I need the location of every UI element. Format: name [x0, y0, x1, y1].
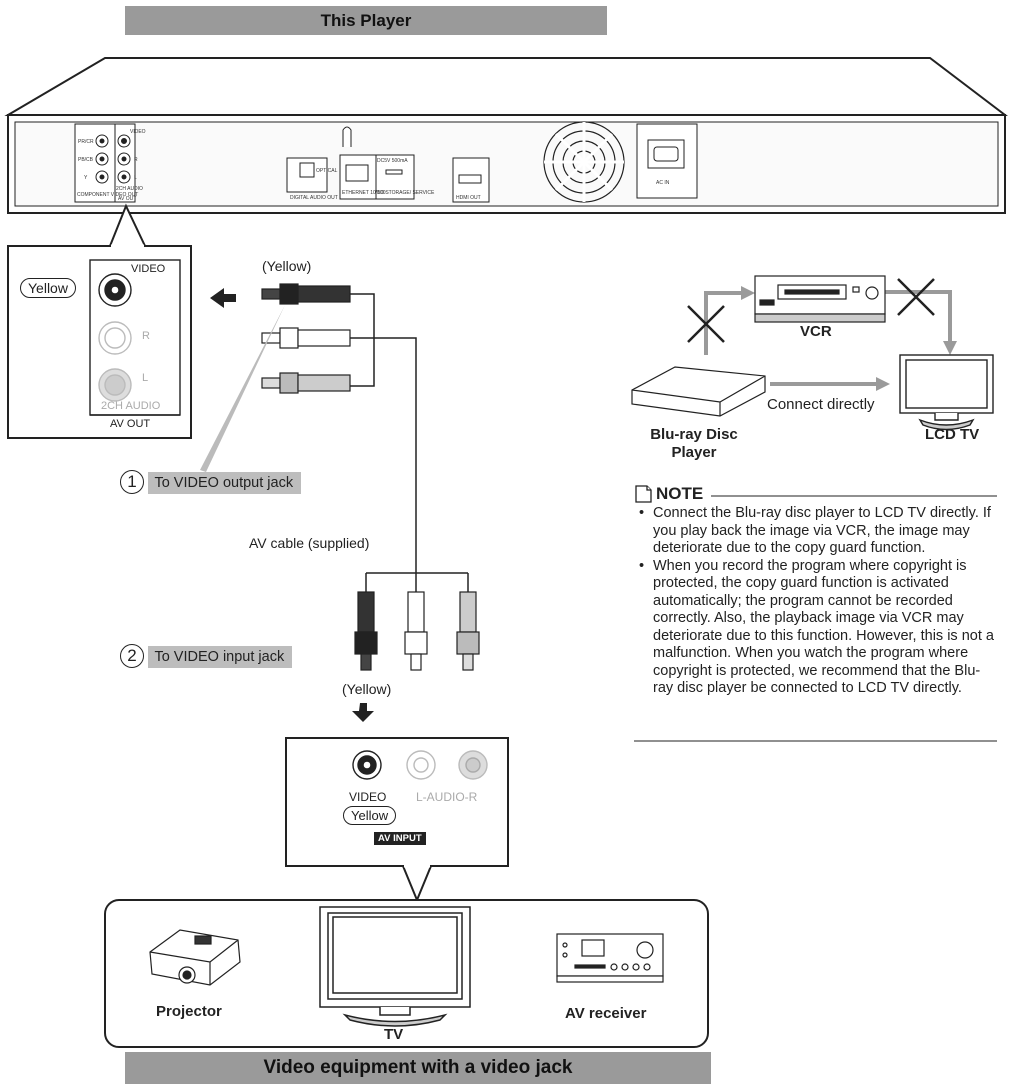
rear-label-y: Y — [84, 175, 88, 181]
rear-label-hdmi: HDMI OUT — [456, 195, 481, 201]
vcr-label: VCR — [800, 323, 832, 340]
header-banner: This Player — [125, 6, 607, 35]
yellow-top-label: (Yellow) — [262, 258, 312, 274]
lcd-tv-icon — [899, 354, 994, 431]
footer-banner: Video equipment with a video jack — [125, 1052, 711, 1084]
av-cable-plugs — [261, 283, 351, 394]
rear-label-optical: OPTICAL — [316, 168, 338, 174]
rear-label-pb: PB/CB — [78, 157, 94, 163]
vcr-icon — [754, 275, 886, 323]
rear-label-acin: AC IN — [656, 180, 670, 186]
projector-label: Projector — [156, 1003, 222, 1020]
vcr-diagram — [631, 275, 994, 431]
step1: 1 To VIDEO output jack — [120, 470, 302, 494]
arrow-down-icon — [352, 703, 374, 722]
rear-label-dc: DC5V 500mA — [377, 158, 408, 164]
av-receiver-icon — [556, 933, 664, 983]
cable-label: AV cable (supplied) — [249, 535, 370, 551]
zoom-video-label: VIDEO — [131, 263, 166, 275]
arrow-left-icon — [210, 288, 236, 308]
av-cable — [350, 293, 469, 592]
rear-label-r: R — [134, 157, 138, 163]
step1-text: To VIDEO output jack — [148, 471, 302, 494]
yellow-bottom-label: (Yellow) — [342, 681, 392, 697]
zoom-audio-label: 2CH AUDIO — [101, 400, 161, 412]
step1-number: 1 — [120, 470, 144, 494]
rear-label-bd: BD STORAGE/ SERVICE — [377, 190, 435, 196]
receiver-label: AV receiver — [565, 1005, 647, 1022]
note-list: Connect the Blu-ray disc player to LCD T… — [636, 505, 998, 698]
rear-label-l: L — [134, 175, 137, 181]
zoom-av-out — [89, 259, 181, 416]
header-title: This Player — [320, 11, 412, 30]
zoom-r-label: R — [142, 330, 150, 342]
avin-input-label: AV INPUT — [374, 832, 426, 845]
avin-video-label: VIDEO — [349, 790, 387, 804]
bluray-player-icon — [631, 366, 766, 417]
rear-label-video: VIDEO — [130, 129, 146, 135]
player-label-line2: Player — [671, 444, 717, 461]
tv-icon — [319, 906, 471, 1027]
rear-label-avout: AV OUT — [118, 196, 136, 202]
pointer-step1 — [200, 305, 285, 472]
avin-audio-label: L-AUDIO-R — [416, 790, 478, 804]
tv-label: TV — [384, 1026, 404, 1043]
note-item: Connect the Blu-ray disc player to LCD T… — [636, 505, 998, 558]
rear-label-pr: PR/CR — [78, 139, 94, 145]
player-label: Blu-ray Disc Player — [633, 426, 755, 462]
step2: 2 To VIDEO input jack — [120, 644, 293, 668]
player-rear-panel — [4, 57, 1008, 214]
rear-label-component: COMPONENT VIDEO OUT — [77, 192, 138, 198]
note-heading: NOTE — [656, 484, 704, 503]
fan-vent — [543, 121, 625, 203]
av-input-jacks — [352, 750, 488, 780]
zoom-avout-label: AV OUT — [110, 418, 151, 430]
avin-yellow-label: Yellow — [343, 806, 397, 825]
rear-ports — [74, 123, 698, 203]
rear-label-digital: DIGITAL AUDIO OUT — [290, 195, 338, 201]
av-cable-bottom-plugs — [354, 591, 480, 671]
note-item: When you record the program where copyri… — [636, 558, 998, 698]
connect-directly-label: Connect directly — [767, 396, 875, 413]
step2-number: 2 — [120, 644, 144, 668]
rear-label-ethernet: ETHERNET 10/100 — [342, 190, 386, 196]
player-label-line1: Blu-ray Disc — [650, 426, 738, 443]
step2-text: To VIDEO input jack — [148, 645, 293, 668]
rear-label-2ch: 2CH AUDIO — [116, 186, 143, 192]
zoom-yellow-label: Yellow — [20, 278, 76, 298]
projector-icon — [149, 929, 241, 986]
lcd-label: LCD TV — [925, 426, 980, 443]
footer-title: Video equipment with a video jack — [263, 1057, 573, 1078]
note-icon — [635, 485, 652, 503]
zoom-l-label: L — [142, 372, 149, 384]
